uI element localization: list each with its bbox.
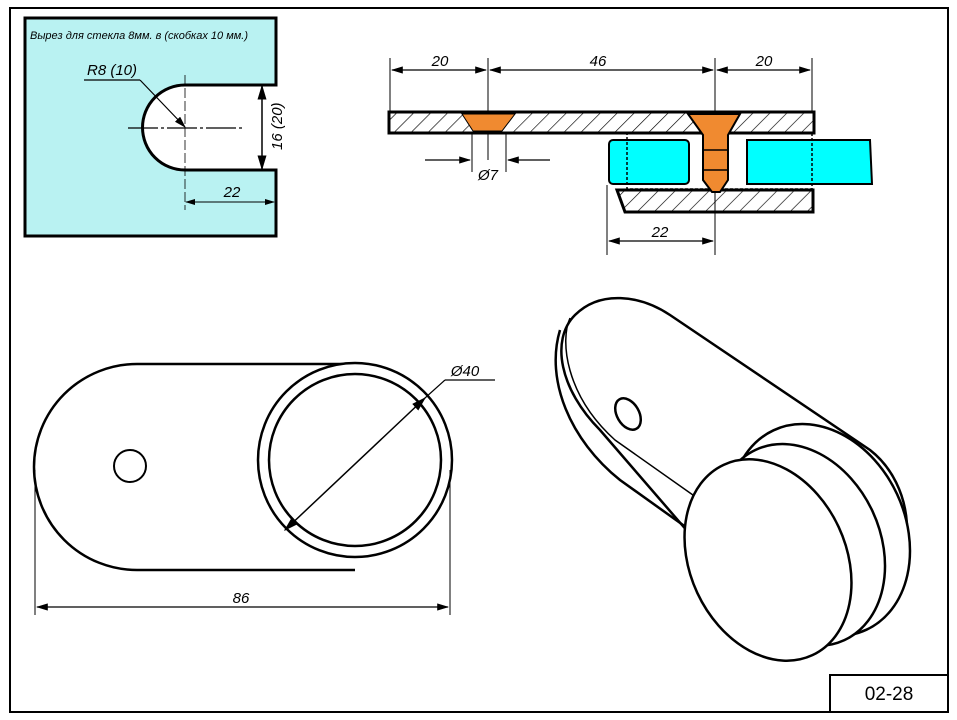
dim-left: 20 xyxy=(431,53,449,70)
dim-middle: 46 xyxy=(590,53,607,70)
dim-bottom: 22 xyxy=(651,224,669,241)
dim-right: 20 xyxy=(755,53,773,70)
glass-right xyxy=(746,139,874,185)
diameter-label: Ø40 xyxy=(450,363,480,380)
top-plate-section xyxy=(387,110,816,135)
isometric-view xyxy=(554,296,912,662)
glass-left xyxy=(608,139,690,185)
radius-label: R8 (10) xyxy=(87,62,137,79)
drawing-number: 02-28 xyxy=(865,684,914,705)
cap-face xyxy=(683,458,853,662)
title-block xyxy=(829,674,949,713)
cutout-detail: Вырез для стекла 8мм. в (скобках 10 мм.)… xyxy=(23,16,286,238)
countersink-hole xyxy=(461,113,517,132)
glass-cutout-shape xyxy=(23,16,278,238)
height-label: 16 (20) xyxy=(269,102,286,150)
hole-diameter: Ø7 xyxy=(477,167,499,184)
mounting-hole xyxy=(113,449,147,483)
cutout-note: Вырез для стекла 8мм. в (скобках 10 мм.) xyxy=(30,30,248,42)
bottom-plate-section xyxy=(614,188,815,214)
iso-hole xyxy=(613,397,643,431)
length-label: 86 xyxy=(233,590,250,607)
front-view xyxy=(32,361,495,615)
section-view: 20 46 20 Ø7 22 xyxy=(387,53,874,255)
cap-inner xyxy=(267,372,443,548)
depth-label: 22 xyxy=(223,184,241,201)
